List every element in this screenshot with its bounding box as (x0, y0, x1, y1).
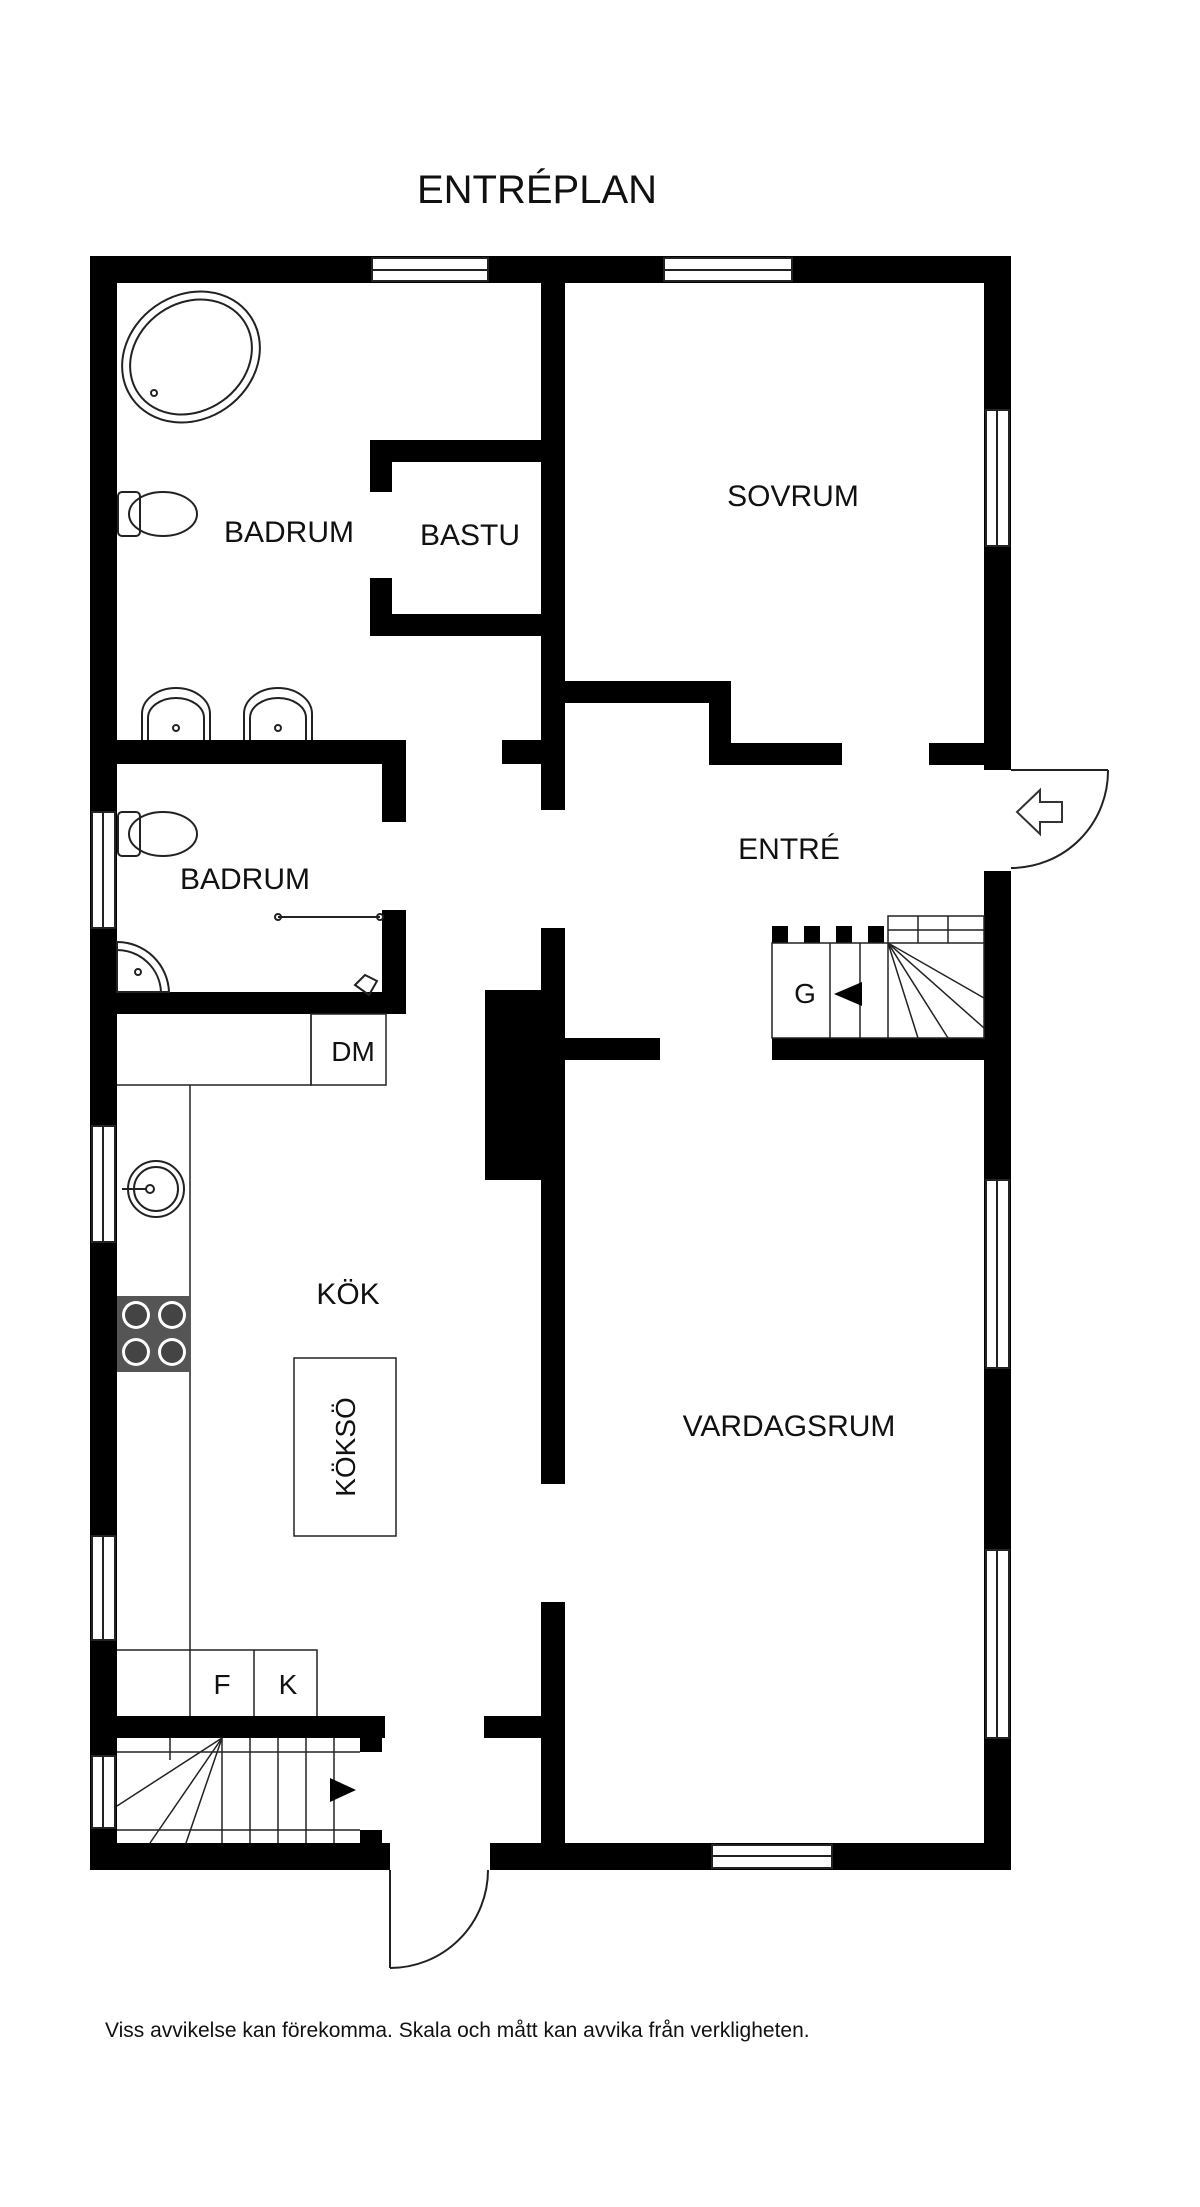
outer-walls (90, 256, 1011, 1870)
room-label-dm: DM (331, 1036, 375, 1067)
toilet-icon (117, 491, 198, 537)
garage-blocks (772, 926, 884, 943)
room-label-sovrum: SOVRUM (727, 480, 859, 513)
room-label-f: F (213, 1669, 230, 1700)
windows (91, 257, 1010, 1869)
room-label-g: G (794, 978, 816, 1009)
room-label-badrum-lower: BADRUM (180, 863, 310, 896)
stairs-bottom (116, 1737, 360, 1844)
arrow-left-icon-stairs (834, 982, 862, 1006)
arrow-left-icon (1015, 787, 1063, 837)
room-labels: BADRUM BASTU SOVRUM BADRUM ENTRÉ G DM KÖ… (180, 480, 895, 1700)
arrow-right-icon-stairs (330, 1778, 356, 1802)
bottom-door (389, 1869, 489, 1969)
shower-icon (274, 913, 384, 997)
interior-walls (90, 256, 1011, 1870)
room-label-kokso: KÖKSÖ (330, 1397, 361, 1497)
room-label-entre: ENTRÉ (738, 833, 840, 866)
room-label-k: K (279, 1669, 298, 1700)
room-label-bastu: BASTU (420, 519, 520, 552)
bathtub-icon (121, 290, 261, 424)
dishwasher-outline (310, 1013, 387, 1086)
sink-icon (141, 687, 313, 740)
entry-door (1010, 769, 1110, 869)
plan-title: ENTRÉPLAN (417, 167, 657, 212)
disclaimer-text: Viss avvikelse kan förekomma. Skala och … (105, 2019, 810, 2042)
stairs-entre (771, 915, 985, 1039)
kitchen-sink-icon (122, 1160, 185, 1218)
toilet-icon-2 (117, 811, 198, 857)
room-label-kok: KÖK (316, 1278, 379, 1311)
room-label-badrum-upper: BADRUM (224, 516, 354, 549)
corner-sink-icon (116, 940, 171, 993)
room-label-vardagsrum: VARDAGSRUM (683, 1410, 896, 1443)
stove-icon (117, 1296, 190, 1372)
kitchen-island (293, 1357, 397, 1537)
